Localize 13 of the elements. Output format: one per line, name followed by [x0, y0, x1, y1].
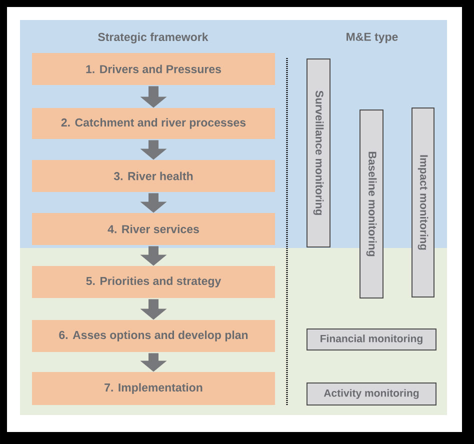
process-box: 7. Implementation — [32, 372, 275, 405]
process-box: 4. River services — [32, 213, 275, 245]
monitoring-box: Activity monitoring — [306, 382, 436, 406]
monitoring-box: Financial monitoring — [306, 328, 436, 350]
monitoring-bar: Impact monitoring — [412, 108, 434, 298]
process-box: 2. Catchment and river processes — [32, 108, 275, 139]
column-heading: M&E type — [346, 32, 398, 44]
monitoring-bar: Surveillance monitoring — [306, 58, 330, 248]
process-box: 6. Asses options and develop plan — [32, 320, 275, 352]
monitoring-bar: Baseline monitoring — [360, 110, 384, 298]
process-box: 1. Drivers and Pressures — [32, 53, 275, 85]
process-box: 5. Priorities and strategy — [32, 266, 275, 298]
process-box: 3. River health — [32, 160, 275, 192]
